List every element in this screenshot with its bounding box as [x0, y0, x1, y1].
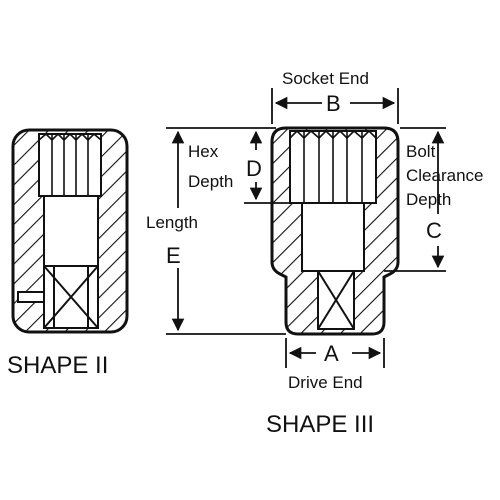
- shape-iii-drive-cross: [317, 270, 355, 330]
- dimension-c: [384, 127, 446, 272]
- dimension-a: [285, 338, 385, 368]
- bolt-label-line1: Bolt: [406, 142, 436, 161]
- dimension-e-letter: E: [166, 243, 181, 268]
- shape-ii-pin-hole: [17, 291, 45, 303]
- drive-end-label: Drive End: [288, 373, 363, 392]
- shape-iii-hex-flutes: [289, 129, 377, 203]
- shape-ii-drive-cross: [43, 265, 99, 329]
- socket-end-label: Socket End: [282, 69, 369, 88]
- shape-ii-socket: [11, 128, 129, 334]
- dimension-b: [271, 88, 399, 124]
- hex-label-line1: Hex: [188, 142, 219, 161]
- hex-label-line2: Depth: [188, 172, 233, 191]
- shape-ii-hex-flutes: [38, 132, 102, 196]
- length-label: Length: [146, 213, 198, 232]
- bolt-label-line2: Clearance: [406, 166, 484, 185]
- dimension-d-letter: D: [246, 156, 262, 181]
- shape-ii-label: SHAPE II: [7, 352, 108, 379]
- dimension-c-letter: C: [426, 218, 442, 243]
- dimension-e: [166, 127, 286, 335]
- bolt-label-line3: Depth: [406, 190, 451, 209]
- shape-iii-socket: [270, 126, 400, 336]
- dimension-b-letter: B: [326, 91, 341, 116]
- dimension-a-letter: A: [324, 341, 339, 366]
- dimension-d: [244, 130, 292, 204]
- shape-iii-label: SHAPE III: [266, 411, 374, 438]
